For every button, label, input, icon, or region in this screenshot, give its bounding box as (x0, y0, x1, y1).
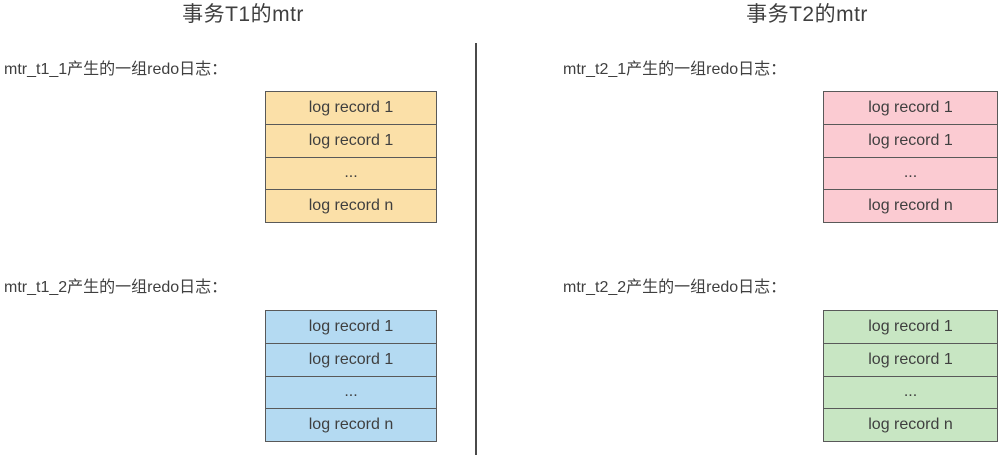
label-mtr-t1-2: mtr_t1_2产生的一组redo日志： (4, 279, 228, 296)
log-record-row: log record 1 (824, 311, 997, 343)
log-record-row: log record n (266, 408, 436, 441)
log-record-row: log record n (266, 189, 436, 222)
log-record-row: log record n (824, 189, 997, 222)
right-panel-title: 事务T2的mtr (746, 3, 868, 26)
label-mtr-t2-1: mtr_t2_1产生的一组redo日志： (563, 61, 787, 78)
log-table-mtr-t2-2: log record 1 log record 1 ... log record… (823, 310, 998, 442)
label-mtr-t2-2: mtr_t2_2产生的一组redo日志： (563, 279, 787, 296)
log-record-row: log record 1 (266, 342, 436, 376)
log-record-row-ellipsis: ... (266, 156, 436, 190)
log-table-mtr-t1-2: log record 1 log record 1 ... log record… (265, 310, 437, 442)
vertical-divider (475, 43, 477, 455)
log-record-row-ellipsis: ... (266, 375, 436, 409)
log-record-row: log record 1 (266, 123, 436, 157)
log-record-row: log record 1 (824, 123, 997, 157)
log-record-row: log record 1 (266, 92, 436, 124)
log-record-row-ellipsis: ... (824, 156, 997, 190)
log-record-row-ellipsis: ... (824, 375, 997, 409)
label-mtr-t1-1: mtr_t1_1产生的一组redo日志： (4, 61, 228, 78)
log-table-mtr-t1-1: log record 1 log record 1 ... log record… (265, 91, 437, 223)
log-record-row: log record 1 (266, 311, 436, 343)
log-record-row: log record 1 (824, 342, 997, 376)
log-record-row: log record 1 (824, 92, 997, 124)
left-panel-title: 事务T1的mtr (182, 3, 304, 26)
log-table-mtr-t2-1: log record 1 log record 1 ... log record… (823, 91, 998, 223)
log-record-row: log record n (824, 408, 997, 441)
